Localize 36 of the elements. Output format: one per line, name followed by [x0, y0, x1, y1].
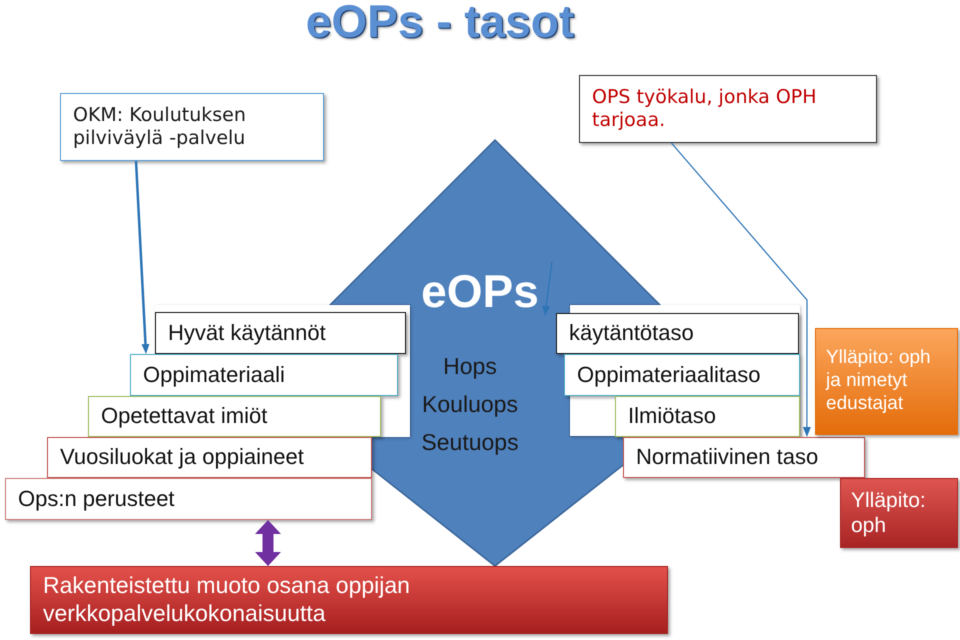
note-text: OPS työkalu, jonka OPH tarjoaa.: [592, 86, 818, 132]
arrow-text: Hops: [443, 354, 497, 380]
maintainer-label: Ylläpito: oph: [851, 488, 927, 538]
level-label: Oppimateriaalitaso: [577, 362, 760, 388]
double-arrow: [255, 520, 281, 566]
level-label: Vuosiluokat ja oppiaineet: [60, 444, 304, 471]
arrow: [134, 160, 150, 354]
arrow-title: eOPs: [421, 266, 539, 317]
arrow: [670, 142, 811, 437]
level-label: Normatiivinen taso: [636, 444, 818, 471]
level-box: [5, 478, 372, 520]
level-box: [623, 437, 865, 478]
level-box: [615, 396, 800, 437]
note-box: [579, 75, 877, 143]
level-box: [564, 354, 800, 396]
level-label: Ilmiötaso: [628, 403, 716, 430]
banner-text: Rakenteistettu muoto osana oppijan verkkopalvelukokonaisuutta: [43, 572, 411, 628]
banner-box: [30, 566, 668, 634]
level-label: Opetettavat imiöt: [101, 403, 268, 430]
level-box: [130, 354, 398, 396]
note-text: OKM: Koulutuksen pilviväylä -palvelu: [73, 104, 247, 150]
maintainer-box: [840, 478, 958, 548]
level-box: [47, 437, 372, 478]
level-label: Ops:n perusteet: [18, 486, 175, 512]
level-label: käytäntötaso: [569, 320, 694, 347]
maintainer-box: [815, 328, 958, 435]
level-box: [556, 313, 799, 354]
arrow-text: Kouluops: [422, 392, 518, 418]
maintainer-label: Ylläpito: oph ja nimetyt edustajat: [826, 347, 932, 416]
title: eOPs - tasot: [306, 0, 574, 47]
note-box: [60, 93, 324, 161]
level-label: Oppimateriaali: [143, 362, 285, 388]
level-box: [88, 396, 381, 437]
level-box: [155, 312, 406, 354]
level-label: Hyvät käytännöt: [168, 320, 326, 346]
arrow-text: Seutuops: [421, 430, 519, 456]
